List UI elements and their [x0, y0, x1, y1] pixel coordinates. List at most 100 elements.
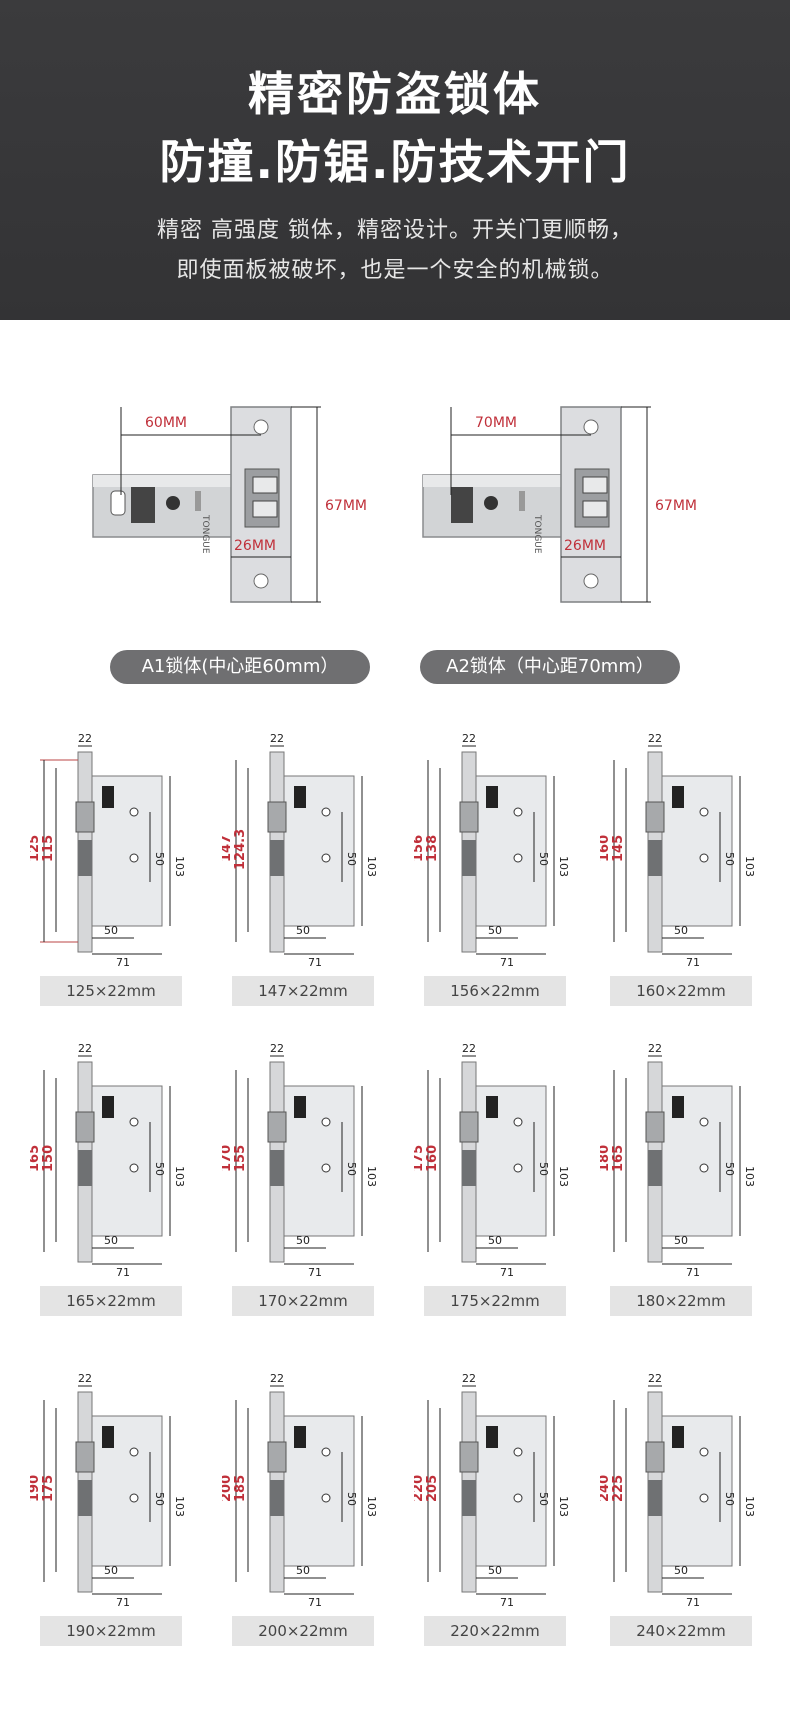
svg-text:50: 50 — [537, 852, 550, 866]
svg-text:103: 103 — [365, 856, 378, 877]
svg-text:71: 71 — [686, 956, 700, 969]
svg-text:22: 22 — [78, 1042, 92, 1055]
dim-center-a2: 70MM — [475, 415, 517, 431]
svg-text:71: 71 — [116, 956, 130, 969]
svg-text:103: 103 — [173, 1166, 186, 1187]
lock-case-drawing: 22 103 50 50 71 180 165 — [600, 1042, 756, 1279]
svg-text:200: 200 — [222, 1475, 234, 1502]
lock-size-card: 22 103 50 50 71 180 165 180×22mm — [600, 1042, 790, 1332]
svg-text:22: 22 — [270, 1372, 284, 1385]
svg-text:50: 50 — [153, 852, 166, 866]
lock-size-card: 22 103 50 50 71 165 150 165×22mm — [30, 1042, 220, 1332]
svg-text:22: 22 — [648, 732, 662, 745]
lock-size-caption: 200×22mm — [232, 1616, 374, 1646]
lock-case-drawing: 22 103 50 50 71 240 225 — [600, 1372, 756, 1609]
svg-text:71: 71 — [116, 1596, 130, 1609]
lock-size-caption: 180×22mm — [610, 1286, 752, 1316]
svg-text:180: 180 — [600, 1145, 612, 1172]
svg-text:50: 50 — [723, 852, 736, 866]
svg-text:156: 156 — [414, 835, 426, 862]
lock-size-caption: 190×22mm — [40, 1616, 182, 1646]
svg-text:103: 103 — [173, 1496, 186, 1517]
svg-text:103: 103 — [743, 1166, 756, 1187]
lock-size-card: 22 103 50 50 71 240 225 240×22mm — [600, 1372, 790, 1662]
dim-width-a1: 26MM — [234, 538, 276, 554]
svg-text:190: 190 — [30, 1475, 42, 1502]
lock-case-drawing: 22 103 50 50 71 170 155 — [222, 1042, 378, 1279]
svg-text:160: 160 — [600, 835, 612, 862]
svg-text:50: 50 — [296, 1564, 310, 1577]
lock-diagram-a1: TONGUE 60MM 26MM 67MM — [85, 395, 415, 615]
svg-text:50: 50 — [674, 924, 688, 937]
lock-size-caption: 170×22mm — [232, 1286, 374, 1316]
svg-text:150: 150 — [41, 1145, 56, 1172]
lock-case-drawing: 22 103 50 50 71 156 138 — [414, 732, 570, 969]
svg-text:50: 50 — [104, 1234, 118, 1247]
svg-text:205: 205 — [425, 1475, 440, 1502]
dim-center-a1: 60MM — [145, 415, 187, 431]
lock-size-caption: 156×22mm — [424, 976, 566, 1006]
lock-size-card: 22 103 50 50 71 125 115 125×22mm — [30, 732, 220, 1022]
svg-text:71: 71 — [308, 956, 322, 969]
svg-text:71: 71 — [500, 1266, 514, 1279]
lock-diagram-a2: TONGUE 70MM 26MM 67MM — [415, 395, 745, 615]
svg-text:22: 22 — [270, 732, 284, 745]
svg-text:71: 71 — [686, 1266, 700, 1279]
svg-text:220: 220 — [414, 1475, 426, 1502]
svg-text:124.3: 124.3 — [233, 829, 248, 870]
svg-text:103: 103 — [743, 1496, 756, 1517]
lock-case-drawing: 22 103 50 50 71 175 160 — [414, 1042, 570, 1279]
lock-size-card: 22 103 50 50 71 160 145 160×22mm — [600, 732, 790, 1022]
svg-text:115: 115 — [41, 835, 56, 862]
svg-text:50: 50 — [537, 1162, 550, 1176]
svg-text:22: 22 — [78, 1372, 92, 1385]
lock-case-drawing: 22 103 50 50 71 200 185 — [222, 1372, 378, 1609]
svg-text:225: 225 — [611, 1475, 626, 1502]
lock-size-caption: 160×22mm — [610, 976, 752, 1006]
lock-size-caption: 165×22mm — [40, 1286, 182, 1316]
svg-text:22: 22 — [462, 1042, 476, 1055]
svg-text:50: 50 — [488, 924, 502, 937]
lock-size-grid: 22 103 50 50 71 125 115 125×22mm — [0, 712, 790, 1714]
svg-text:155: 155 — [233, 1145, 248, 1172]
lock-size-card: 22 103 50 50 71 170 155 170×22mm — [222, 1042, 412, 1332]
svg-text:50: 50 — [488, 1234, 502, 1247]
svg-text:22: 22 — [648, 1042, 662, 1055]
svg-text:160: 160 — [425, 1145, 440, 1172]
svg-text:50: 50 — [104, 1564, 118, 1577]
header-banner: 精密防盗锁体 防撞.防锯.防技术开门 精密 高强度 锁体，精密设计。开关门更顺畅… — [0, 0, 790, 320]
svg-text:103: 103 — [557, 1496, 570, 1517]
dim-height-a1: 67MM — [325, 498, 367, 514]
banner-desc-line1: 精密 高强度 锁体，精密设计。开关门更顺畅， — [157, 218, 633, 243]
svg-text:125: 125 — [30, 835, 42, 862]
banner-desc-line2: 即使面板被破坏，也是一个安全的机械锁。 — [176, 258, 614, 283]
svg-text:147: 147 — [222, 835, 234, 862]
svg-text:50: 50 — [345, 1162, 358, 1176]
svg-text:50: 50 — [674, 1234, 688, 1247]
svg-text:50: 50 — [104, 924, 118, 937]
lock-size-caption: 125×22mm — [40, 976, 182, 1006]
svg-text:22: 22 — [462, 732, 476, 745]
svg-text:50: 50 — [723, 1492, 736, 1506]
banner-title-line1: 精密防盗锁体 — [248, 67, 542, 121]
lock-case-drawing: 22 103 50 50 71 190 175 — [30, 1372, 186, 1609]
svg-text:165: 165 — [611, 1145, 626, 1172]
svg-text:22: 22 — [648, 1372, 662, 1385]
svg-text:50: 50 — [345, 852, 358, 866]
svg-text:71: 71 — [686, 1596, 700, 1609]
svg-text:71: 71 — [500, 956, 514, 969]
svg-text:71: 71 — [116, 1266, 130, 1279]
lock-image-a1: TONGUE 60MM 26MM 67MM — [92, 406, 367, 603]
svg-text:71: 71 — [500, 1596, 514, 1609]
svg-text:50: 50 — [537, 1492, 550, 1506]
svg-text:103: 103 — [743, 856, 756, 877]
lock-case-drawing: 22 103 50 50 71 147 124.3 — [222, 732, 378, 969]
svg-text:50: 50 — [723, 1162, 736, 1176]
banner-title-line2: 防撞.防锯.防技术开门 — [159, 135, 631, 189]
lock-size-caption: 175×22mm — [424, 1286, 566, 1316]
svg-text:103: 103 — [365, 1496, 378, 1517]
svg-text:145: 145 — [611, 835, 626, 862]
lock-size-card: 22 103 50 50 71 175 160 175×22mm — [414, 1042, 604, 1332]
dim-width-a2: 26MM — [564, 538, 606, 554]
svg-text:103: 103 — [557, 1166, 570, 1187]
